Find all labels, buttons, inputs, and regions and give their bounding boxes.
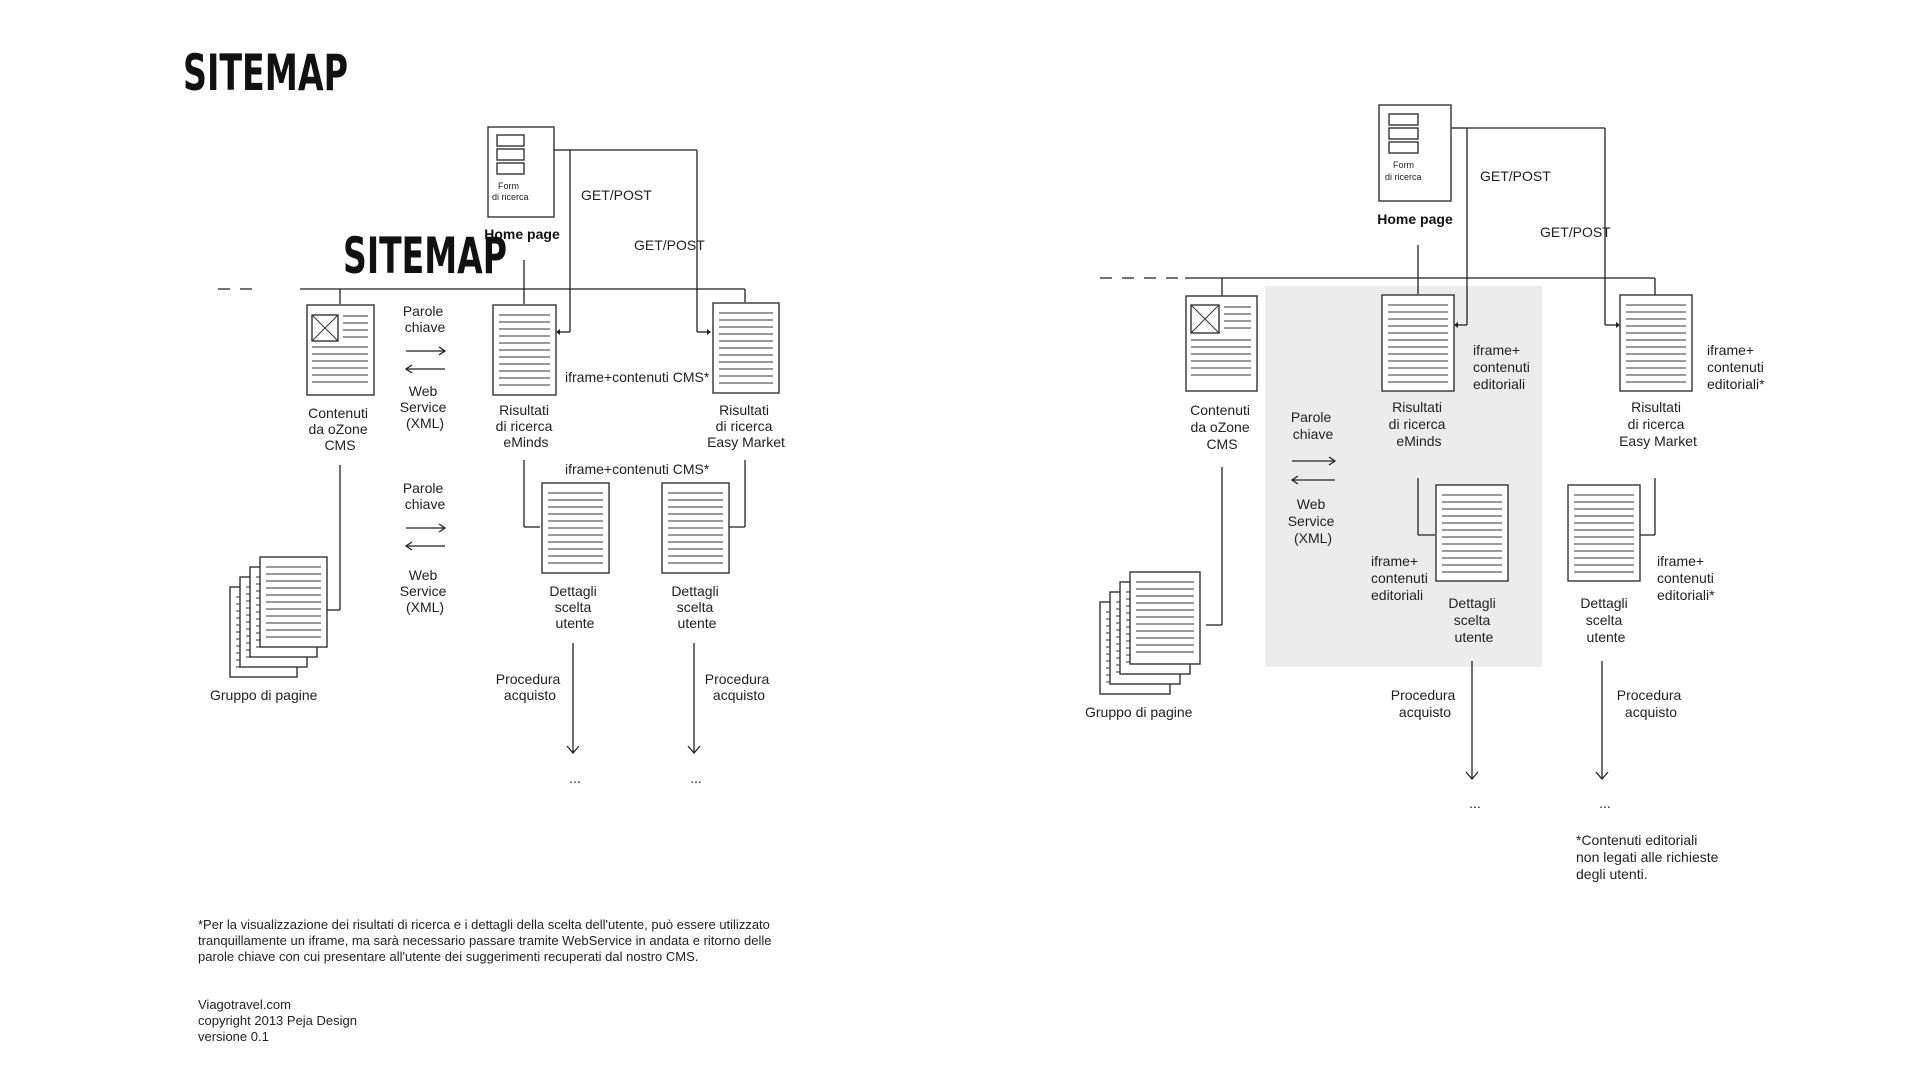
right-risultati-easy-label: Risultati di ricerca Easy Market [1619, 399, 1697, 449]
left-home-page-label: Home page [484, 226, 560, 242]
right-ozone-doc [1185, 295, 1258, 392]
right-gruppo-label: Gruppo di pagine [1085, 704, 1193, 720]
left-contenuti-label: Contenuti da oZone CMS [308, 405, 372, 453]
footnote: *Per la visualizzazione dei risultati di… [198, 917, 775, 964]
right-risultati-eminds-doc [1381, 294, 1455, 392]
left-stack-page-4 [259, 556, 328, 648]
right-ellipsis-2: ... [1599, 795, 1611, 811]
left-iframe-label-1: iframe+contenuti CMS* [565, 369, 710, 385]
right-form-label: Form di ricerca [1385, 160, 1422, 182]
right-risultati-easy-doc [1619, 294, 1693, 392]
right-ellipsis-1: ... [1469, 795, 1481, 811]
right-iframe-dettagli-2: iframe+ contenuti editoriali* [1657, 553, 1718, 603]
left-dettagli-label-2: Dettagli scelta utente [671, 583, 722, 631]
left-risultati-easy-label: Risultati di ricerca Easy Market [707, 402, 785, 450]
right-stack-page-4 [1129, 571, 1201, 665]
right-home-page-label: Home page [1377, 211, 1453, 227]
left-dettagli-doc-2 [661, 482, 730, 574]
left-parole-chiave-2: Parole chiave [403, 480, 447, 512]
left-gruppo-label: Gruppo di pagine [210, 687, 318, 703]
left-iframe-label-2: iframe+contenuti CMS* [565, 461, 710, 477]
right-web-service: Web Service (XML) [1288, 496, 1339, 546]
right-parole-chiave: Parole chiave [1291, 409, 1335, 442]
left-ozone-doc [306, 304, 375, 396]
left-procedura-2: Procedura acquisto [705, 671, 773, 703]
right-dettagli-label-2: Dettagli scelta utente [1580, 595, 1631, 645]
credits: Viagotravel.com copyright 2013 Peja Desi… [198, 997, 361, 1044]
left-parole-chiave-1: Parole chiave [403, 303, 447, 335]
left-web-service-1: Web Service (XML) [400, 383, 451, 431]
right-text-docs [1381, 294, 1693, 582]
right-page-group-stack [1099, 571, 1201, 695]
right-editorial-note: *Contenuti editoriali non legati alle ri… [1576, 832, 1722, 882]
left-form-icon [487, 126, 555, 218]
left-ellipsis-2: ... [690, 770, 702, 786]
right-risultati-eminds-label: Risultati di ricerca eMinds [1389, 399, 1450, 449]
left-web-service-2: Web Service (XML) [400, 567, 451, 615]
right-iframe-dettagli-1: iframe+ contenuti editoriali [1371, 553, 1432, 603]
left-getpost-1: GET/POST [581, 187, 652, 203]
left-risultati-eminds-label: Risultati di ricerca eMinds [496, 402, 557, 450]
left-dettagli-label-1: Dettagli scelta utente [549, 583, 600, 631]
right-getpost-2: GET/POST [1540, 224, 1611, 240]
left-risultati-easy-doc [712, 302, 780, 394]
right-procedura-1: Procedura acquisto [1391, 687, 1459, 720]
left-connectors [218, 149, 746, 754]
left-form-label: Form di ricerca [492, 181, 529, 202]
left-getpost-2: GET/POST [634, 237, 705, 253]
right-dettagli-doc-1 [1435, 484, 1509, 582]
page-title: SITEMAP [183, 44, 348, 102]
right-procedura-2: Procedura acquisto [1617, 687, 1685, 720]
left-dettagli-doc-1 [541, 482, 610, 574]
left-page-group-stack [229, 556, 328, 678]
right-dettagli-doc-2 [1567, 484, 1641, 582]
left-text-docs [492, 302, 780, 574]
right-dettagli-label-1: Dettagli scelta utente [1448, 595, 1499, 645]
right-iframe-easy: iframe+ contenuti editoriali* [1707, 342, 1768, 392]
right-iframe-eminds: iframe+ contenuti editoriali [1473, 342, 1534, 392]
right-connectors [1100, 127, 1656, 780]
left-risultati-eminds-doc [492, 304, 557, 396]
left-ellipsis-1: ... [569, 770, 581, 786]
right-form-icon [1378, 104, 1452, 202]
right-getpost-1: GET/POST [1480, 168, 1551, 184]
left-procedura-1: Procedura acquisto [496, 671, 564, 703]
overlay-title: SITEMAP [343, 227, 507, 285]
right-contenuti-label: Contenuti da oZone CMS [1190, 402, 1254, 452]
